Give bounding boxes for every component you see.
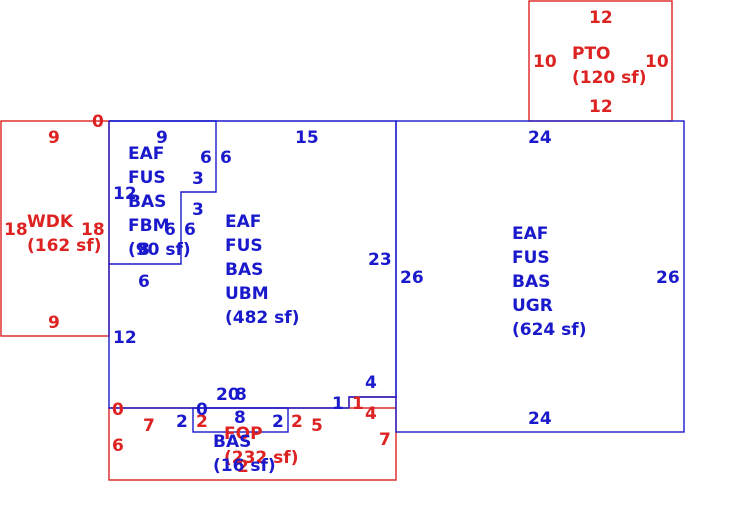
ubm-dim-bottom-overlap: 8: [235, 385, 247, 405]
ubm-dim-notch-width: 1: [332, 394, 344, 414]
wdk-label: WDK: [27, 212, 74, 232]
wdk-dim-right: 18: [81, 220, 105, 240]
fop-dim-top-right: 5: [311, 416, 323, 436]
fop-dim-step-left: 2: [196, 412, 208, 432]
fop-dim-right: 7: [379, 430, 391, 450]
ugr-label-line-2: FUS: [512, 248, 550, 268]
bas-dim-top: 8: [234, 408, 246, 428]
bas-dim-left-outer: 2: [176, 412, 188, 432]
bas-dim-bottom: 2: [237, 457, 249, 477]
wdk-dim-corner: 0: [92, 112, 104, 132]
ubm-dim-left-step: 6: [184, 220, 196, 240]
fbm-area-sf: (90 sf): [128, 240, 191, 260]
ubm-dim-left: 12: [113, 328, 137, 348]
fbm-dim-step-bottom: 3: [192, 200, 204, 220]
wdk-area: WDK (162 sf) 0 9 18 18 9: [4, 112, 105, 333]
ugr-label-line-4: UGR: [512, 296, 553, 316]
pto-dim-right: 10: [645, 52, 669, 72]
fbm-dim-top: 9: [156, 128, 168, 148]
fop-area: 0 7 2 2 5 1 4 7 6 FOP (232 sf): [112, 394, 391, 468]
wdk-area-sf: (162 sf): [27, 236, 101, 256]
ugr-outline: [395, 120, 685, 433]
ubm-label-line-3: BAS: [225, 260, 263, 280]
fbm-dim-left: 12: [113, 184, 137, 204]
fbm-outline: [109, 120, 217, 265]
ubm-dim-top: 15: [295, 128, 319, 148]
pto-area: PTO (120 sf) 12 10 10 12: [533, 8, 669, 117]
fbm-dim-inner: 8: [138, 240, 150, 260]
ugr-dim-bottom: 24: [528, 409, 552, 429]
ugr-dim-right: 26: [656, 268, 680, 288]
bas-outline: [192, 407, 289, 433]
wdk-dim-top: 9: [48, 128, 60, 148]
fbm-area: EAF FUS BAS FBM (90 sf) 9 6 6 3 3 12 6 6…: [113, 128, 232, 292]
ugr-dim-top: 24: [528, 128, 552, 148]
fbm-dim-right-upper: 6: [200, 148, 212, 168]
ubm-area-sf: (482 sf): [225, 308, 299, 328]
wdk-dim-left: 18: [4, 220, 28, 240]
ubm-dim-right: 23: [368, 250, 392, 270]
fbm-label-line-4: FBM: [128, 216, 170, 236]
ubm-dim-notch-height: 4: [365, 373, 377, 393]
fop-dim-notch-height: 4: [365, 404, 377, 424]
bas-area-sf: (16 sf): [213, 456, 276, 476]
fbm-dim-step-top: 3: [192, 169, 204, 189]
pto-dim-left: 10: [533, 52, 557, 72]
pto-label: PTO: [572, 44, 611, 64]
fbm-label-line-1: EAF: [128, 144, 164, 164]
ugr-label-line-3: BAS: [512, 272, 550, 292]
ugr-area-sf: (624 sf): [512, 320, 586, 340]
fop-dim-corner: 0: [112, 400, 124, 420]
ubm-label-line-4: UBM: [225, 284, 269, 304]
ugr-dim-left: 26: [400, 268, 424, 288]
ugr-label-line-1: EAF: [512, 224, 548, 244]
ubm-dim-bottom: 20: [216, 385, 240, 405]
fbm-label-line-3: BAS: [128, 192, 166, 212]
fbm-dim-bottom: 6: [138, 272, 150, 292]
wdk-dim-bottom: 9: [48, 313, 60, 333]
fbm-label-line-2: FUS: [128, 168, 166, 188]
ubm-area: EAF FUS BAS UBM (482 sf) 15 23 12 20 8 4…: [113, 128, 392, 414]
fop-dim-step-right: 2: [291, 412, 303, 432]
ubm-dim-notch: 6: [220, 148, 232, 168]
bas-area: 2 0 8 2 2 BAS (16 sf): [176, 400, 284, 477]
fbm-dim-right-lower: 6: [164, 220, 176, 240]
bas-dim-right: 2: [272, 412, 284, 432]
ugr-area: EAF FUS BAS UGR (624 sf) 24 26 26 24: [400, 128, 680, 429]
pto-area-sf: (120 sf): [572, 68, 646, 88]
fop-area-sf: (232 sf): [224, 448, 298, 468]
fop-dim-top-left: 7: [143, 416, 155, 436]
bas-label: BAS: [213, 432, 251, 452]
fop-label: FOP: [224, 424, 263, 444]
fop-dim-notch-width: 1: [352, 394, 364, 414]
ubm-label-line-2: FUS: [225, 236, 263, 256]
pto-dim-bottom: 12: [589, 97, 613, 117]
pto-dim-top: 12: [589, 8, 613, 28]
ubm-label-line-1: EAF: [225, 212, 261, 232]
bas-dim-corner: 0: [196, 400, 208, 420]
fop-dim-left: 6: [112, 436, 124, 456]
